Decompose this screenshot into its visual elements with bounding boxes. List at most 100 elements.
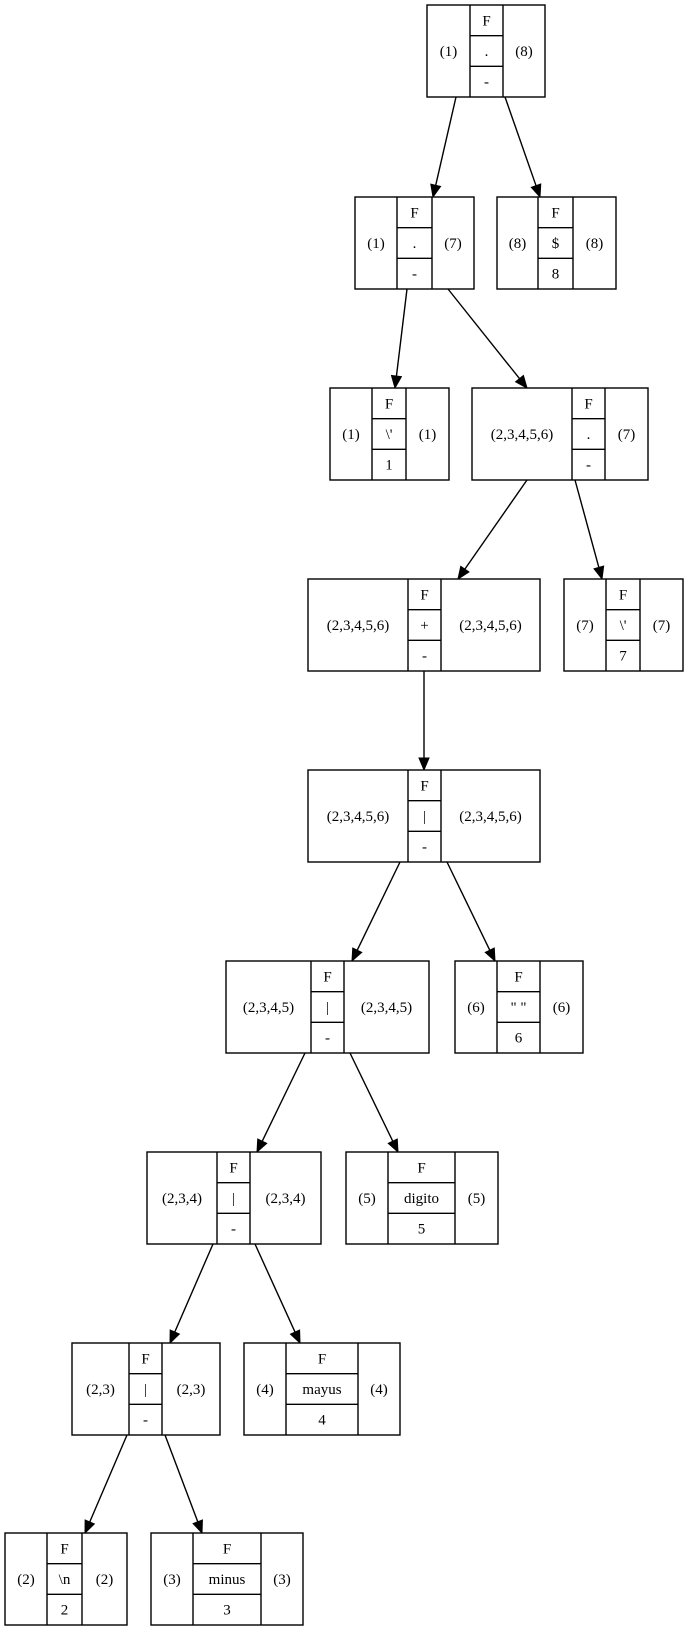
node-position: 6: [515, 1031, 523, 1047]
tree-node: (7)F\'7(7): [563, 578, 684, 672]
node-label: F: [385, 396, 393, 412]
node-label: F: [318, 1351, 326, 1367]
node-firstpos: (2,3,4,5,6): [491, 427, 554, 443]
node-symbol: |: [326, 1000, 329, 1016]
edge-n7-n9: [446, 861, 496, 963]
node-firstpos: (1): [440, 44, 458, 60]
node-label: F: [420, 778, 428, 794]
node-symbol: \n: [59, 1572, 71, 1588]
node-lastpos: (2,3,4,5): [361, 1000, 412, 1016]
node-label: F: [551, 205, 559, 221]
node-box: [345, 1151, 499, 1245]
node-label: F: [60, 1541, 68, 1557]
node-box: [243, 1342, 401, 1436]
node-lastpos: (7): [653, 618, 671, 634]
node-symbol: " ": [511, 1000, 527, 1016]
edge-line: [349, 1052, 394, 1142]
node-box: [454, 960, 584, 1054]
tree-node: (2,3,4,5,6)F.-(7): [471, 387, 649, 481]
arrowhead-icon: [84, 1519, 96, 1535]
tree-node: (2,3,4,5)F|-(2,3,4,5): [225, 960, 430, 1054]
edge-n10-n12: [169, 1243, 214, 1345]
arrowhead-icon: [418, 757, 430, 772]
edge-line: [574, 479, 600, 568]
node-lastpos: (2): [96, 1572, 114, 1588]
node-symbol: minus: [209, 1572, 246, 1588]
node-firstpos: (2,3,4): [162, 1191, 202, 1207]
node-position: -: [484, 75, 489, 91]
arrowhead-icon: [484, 947, 496, 963]
tree-node: (2,3,4,5,6)F|-(2,3,4,5,6): [307, 769, 541, 863]
node-symbol: digito: [404, 1191, 439, 1207]
node-position: -: [143, 1413, 148, 1429]
edge-line: [261, 1052, 306, 1142]
node-box: [329, 387, 450, 481]
node-box: [426, 4, 546, 98]
node-box: [307, 769, 541, 863]
arrowhead-icon: [390, 374, 403, 390]
edge-n5-n7: [418, 671, 430, 772]
node-lastpos: (5): [468, 1191, 486, 1207]
arrowhead-icon: [192, 1519, 203, 1535]
node-symbol: .: [413, 236, 417, 252]
edge-n0-n2: [504, 96, 542, 199]
node-position: -: [231, 1222, 236, 1238]
node-firstpos: (2,3,4,5,6): [327, 809, 390, 825]
node-firstpos: (1): [342, 427, 360, 443]
node-firstpos: (5): [358, 1191, 376, 1207]
node-firstpos: (1): [367, 236, 385, 252]
node-lastpos: (1): [419, 427, 437, 443]
node-label: F: [323, 969, 331, 985]
node-box: [354, 196, 475, 290]
arrowhead-icon: [256, 1138, 268, 1154]
arrowhead-icon: [387, 1138, 399, 1154]
edge-line: [174, 1243, 214, 1333]
node-position: 5: [418, 1222, 426, 1238]
edge-line: [254, 1243, 296, 1333]
node-symbol: +: [420, 618, 428, 634]
arrowhead-icon: [289, 1329, 301, 1345]
tree-node: (1)F.-(7): [354, 196, 475, 290]
node-position: 8: [552, 267, 560, 283]
edges-layer: [84, 96, 605, 1535]
node-position: 7: [619, 649, 627, 665]
node-symbol: |: [232, 1191, 235, 1207]
node-position: -: [422, 840, 427, 856]
tree-node: (1)F.-(8): [426, 4, 546, 98]
arrowhead-icon: [530, 183, 542, 199]
node-symbol: \': [386, 427, 393, 443]
node-box: [563, 578, 684, 672]
tree-node: (6)F" "6(6): [454, 960, 584, 1054]
edge-n12-n14: [84, 1434, 128, 1535]
edge-line: [464, 479, 528, 570]
tree-node: (2,3,4,5,6)F+-(2,3,4,5,6): [307, 578, 541, 672]
node-symbol: mayus: [302, 1382, 341, 1398]
node-box: [71, 1342, 221, 1436]
node-position: -: [412, 267, 417, 283]
node-lastpos: (7): [618, 427, 636, 443]
node-lastpos: (2,3): [177, 1382, 206, 1398]
arrowhead-icon: [430, 183, 442, 199]
edge-line: [446, 861, 491, 951]
tree-node: (2)F\n2(2): [4, 1532, 128, 1626]
node-firstpos: (2): [17, 1572, 35, 1588]
node-position: -: [586, 458, 591, 474]
node-label: F: [482, 13, 490, 29]
edge-line: [356, 861, 401, 951]
edge-n1-n4: [447, 288, 528, 390]
arrowhead-icon: [351, 947, 363, 963]
tree-node: (2,3,4)F|-(2,3,4): [146, 1151, 322, 1245]
node-label: F: [420, 587, 428, 603]
node-symbol: \': [620, 618, 627, 634]
node-label: F: [417, 1160, 425, 1176]
node-label: F: [141, 1351, 149, 1367]
node-position: 1: [385, 458, 393, 474]
node-lastpos: (8): [515, 44, 533, 60]
node-firstpos: (2,3): [86, 1382, 115, 1398]
node-label: F: [619, 587, 627, 603]
edge-n12-n15: [164, 1434, 203, 1535]
